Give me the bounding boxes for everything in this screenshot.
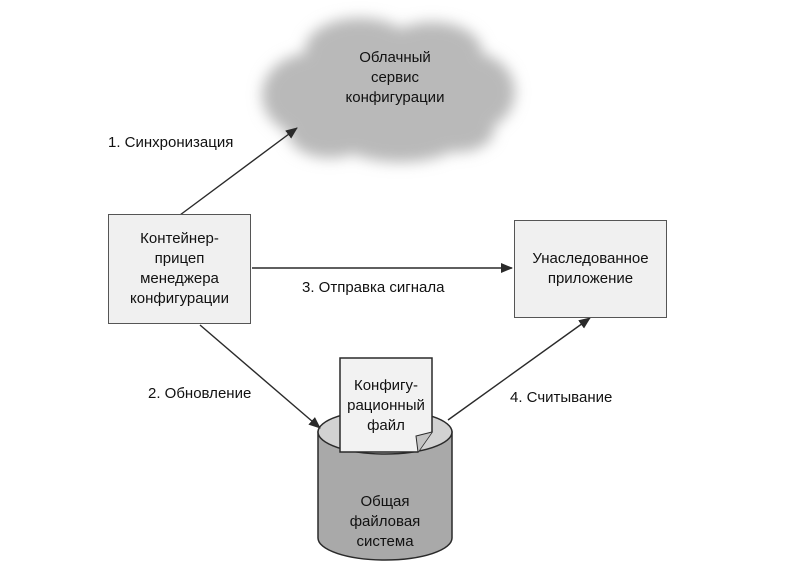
config-manager-label: Контейнер- прицеп менеджера конфигурации bbox=[109, 229, 250, 309]
arrow-read bbox=[447, 317, 591, 421]
config-file-label-line: файл bbox=[367, 417, 405, 434]
shared-fs-label-line: файловая bbox=[349, 513, 421, 530]
legacy-app-label-line: приложение bbox=[547, 270, 634, 287]
config-manager-label-line: Контейнер- bbox=[140, 230, 219, 247]
config-file-label-line: рационный bbox=[347, 397, 425, 414]
shared-fs-label-line: Общая bbox=[360, 493, 410, 510]
config-file-label: Конфигу- рационный файл bbox=[340, 376, 432, 436]
edge-label-signal: 3. Отправка сигнала bbox=[302, 279, 445, 296]
config-manager-label-line: менеджера bbox=[140, 270, 219, 287]
config-manager-box: Контейнер- прицеп менеджера конфигурации bbox=[108, 214, 251, 324]
config-manager-label-line: конфигурации bbox=[130, 290, 229, 307]
cloud-label: Облачный сервис конфигурации bbox=[320, 48, 470, 108]
legacy-app-label: Унаследованное приложение bbox=[515, 249, 666, 289]
edge-label-sync: 1. Синхронизация bbox=[108, 134, 234, 151]
cloud-label-line: конфигурации bbox=[345, 89, 445, 106]
arrow-update bbox=[199, 324, 321, 429]
config-file-label-line: Конфигу- bbox=[353, 377, 419, 394]
edge-label-read: 4. Считывание bbox=[510, 389, 613, 406]
config-manager-label-line: прицеп bbox=[154, 250, 205, 267]
cloud-label-line: Облачный bbox=[359, 49, 431, 66]
arrow-sync bbox=[179, 127, 298, 216]
edge-label-update: 2. Обновление bbox=[148, 385, 252, 402]
cloud-shape bbox=[262, 18, 515, 162]
config-file-document bbox=[339, 357, 433, 453]
shared-fs-label-line: система bbox=[356, 533, 414, 550]
cloud-label-line: сервис bbox=[370, 69, 420, 86]
legacy-app-box: Унаследованное приложение bbox=[514, 220, 667, 318]
shared-fs-label: Общая файловая система bbox=[318, 492, 452, 552]
legacy-app-label-line: Унаследованное bbox=[532, 250, 649, 267]
